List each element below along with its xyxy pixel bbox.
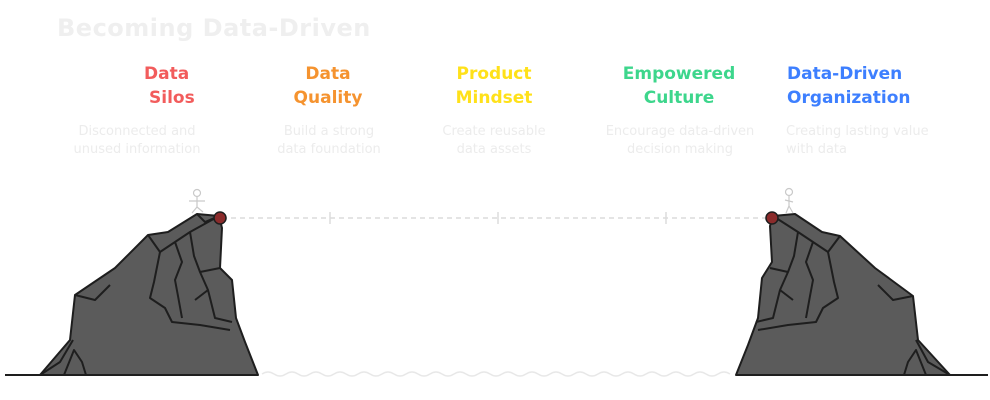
stage-5-title-line-1: Data-Driven [787, 64, 903, 84]
stage-1-title-line-1: Data [144, 64, 190, 84]
stage-2-description-line-1: Build a strong [283, 124, 375, 139]
stage-3-title-line-1: Product [456, 64, 532, 84]
stage-3-description: Create reusable data assets [428, 123, 560, 159]
stage-1-title: Data Silos [128, 62, 228, 110]
left-cliff [39, 213, 259, 376]
stage-5-description-line-2: with data [786, 142, 847, 157]
stage-5-title-line-2: Organization [787, 88, 911, 108]
stage-2-title-line-1: Data [305, 64, 351, 84]
stage-2-description: Build a strong data foundation [262, 123, 396, 159]
person-end-icon [784, 187, 794, 214]
stage-4-title: Empowered Culture [608, 62, 750, 110]
stage-5-description: Creating lasting value with data [786, 123, 929, 159]
stage-5-title: Data-Driven Organization [787, 62, 911, 110]
diagram-title: Becoming Data-Driven [57, 14, 371, 42]
stage-3-description-line-2: data assets [456, 142, 532, 157]
stage-3-title: Product Mindset [434, 62, 554, 110]
right-cliff [735, 213, 951, 376]
person-start-icon [189, 188, 205, 214]
stage-2-title-line-2: Quality [293, 88, 363, 108]
stage-3-title-line-2: Mindset [455, 88, 533, 108]
stage-4-description: Encourage data-driven decision making [594, 123, 766, 159]
start-marker [213, 211, 227, 225]
stage-5-description-line-1: Creating lasting value [786, 124, 929, 139]
stage-4-description-line-1: Encourage data-driven [605, 124, 755, 139]
stage-3-description-line-1: Create reusable [442, 124, 546, 139]
stage-2-description-line-2: data foundation [277, 142, 381, 157]
end-marker [765, 211, 779, 225]
stage-1-description: Disconnected and unused information [58, 123, 216, 159]
stage-1-description-line-2: unused information [73, 142, 201, 157]
stage-4-description-line-2: decision making [627, 142, 733, 157]
water-waves [261, 371, 731, 377]
stage-1-description-line-1: Disconnected and [78, 124, 196, 139]
stage-4-title-line-2: Culture [643, 88, 715, 108]
stage-2-title: Data Quality [278, 62, 378, 110]
stage-4-title-line-1: Empowered [622, 64, 736, 84]
stage-1-title-line-2: Silos [149, 88, 195, 108]
